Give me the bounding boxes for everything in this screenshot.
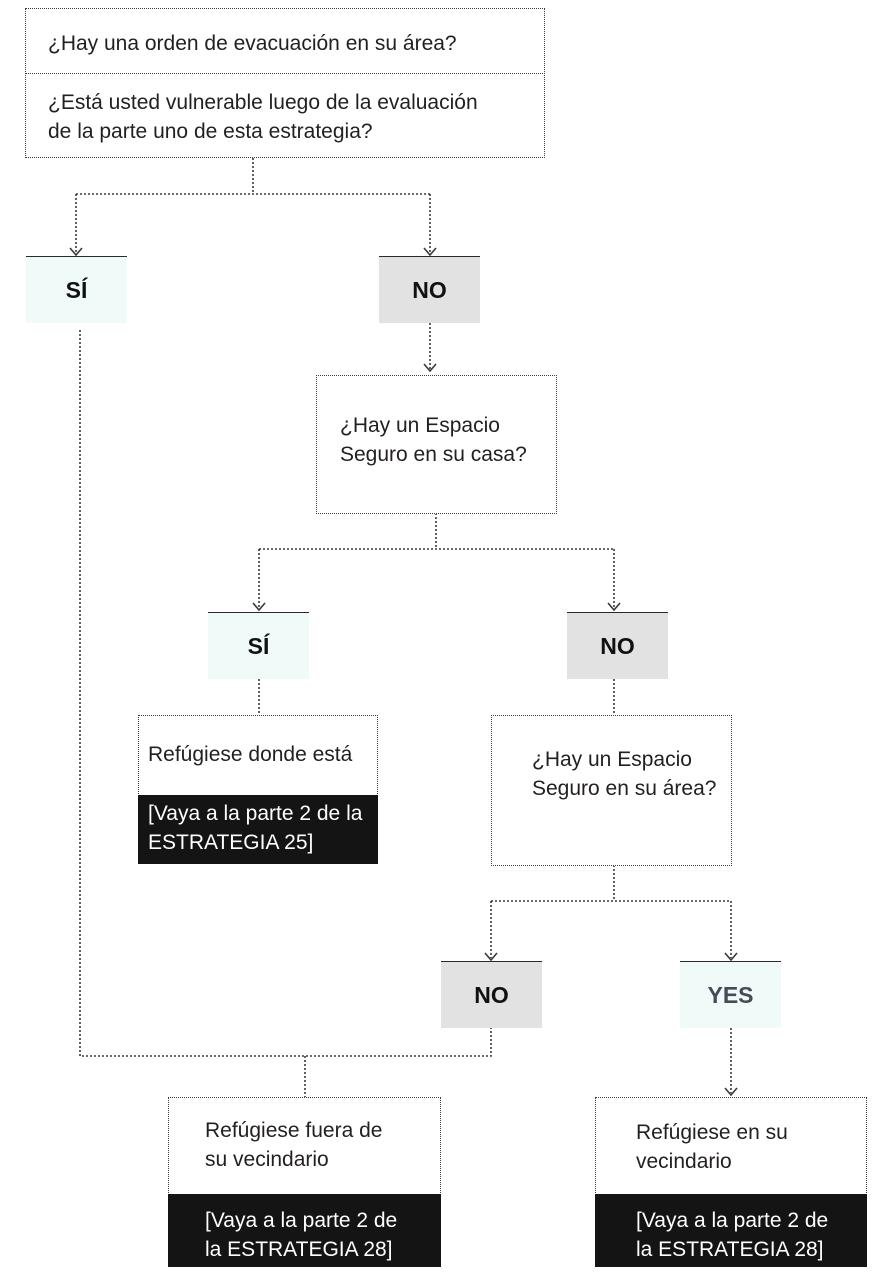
question-box-area-safe-space: [491, 715, 732, 866]
question-divider: [25, 73, 545, 74]
question-evacuation-order: ¿Hay una orden de evacuación en su área?: [48, 32, 457, 55]
arrowhead: [724, 952, 738, 962]
strategy-reference-25: [Vaya a la parte 2 de la ESTRATEGIA 25]: [138, 795, 378, 864]
strategy-reference-28: [Vaya a la parte 2 de la ESTRATEGIA 28]: [168, 1194, 441, 1267]
strategy-reference-28: [Vaya a la parte 2 de la ESTRATEGIA 28]: [595, 1194, 867, 1267]
arrowhead: [607, 602, 621, 612]
arrowhead: [724, 1087, 738, 1097]
result-shelter-in-place: Refúgiese donde está: [148, 743, 353, 766]
arrowhead: [484, 952, 498, 962]
result-outside-neighborhood: Refúgiese fuera de su vecindario: [205, 1119, 383, 1171]
question-vulnerable: ¿Está usted vulnerable luego de la evalu…: [48, 91, 478, 143]
arrowhead: [423, 363, 437, 373]
arrowhead: [69, 247, 83, 257]
result-in-neighborhood: Refúgiese en su vecindario: [636, 1121, 788, 1173]
question-box-evacuation: [25, 8, 545, 158]
branch-no-label: NO: [567, 612, 668, 679]
branch-no-label: NO: [441, 961, 542, 1028]
arrowhead: [252, 602, 266, 612]
branch-yes-label: YES: [680, 961, 781, 1028]
question-home-safe-space: ¿Hay un Espacio Seguro en su casa?: [340, 414, 527, 466]
connector-q3-split: [490, 865, 732, 958]
question-box-home-safe-space: [316, 375, 557, 514]
branch-si-label: SÍ: [26, 256, 127, 323]
connector-q1-split: [75, 158, 431, 253]
branch-no-label: NO: [379, 256, 480, 323]
connector-q2-split: [258, 513, 615, 608]
branch-si-label: SÍ: [208, 612, 309, 679]
arrowhead: [423, 247, 437, 257]
question-area-safe-space: ¿Hay un Espacio Seguro en su área?: [532, 748, 717, 800]
